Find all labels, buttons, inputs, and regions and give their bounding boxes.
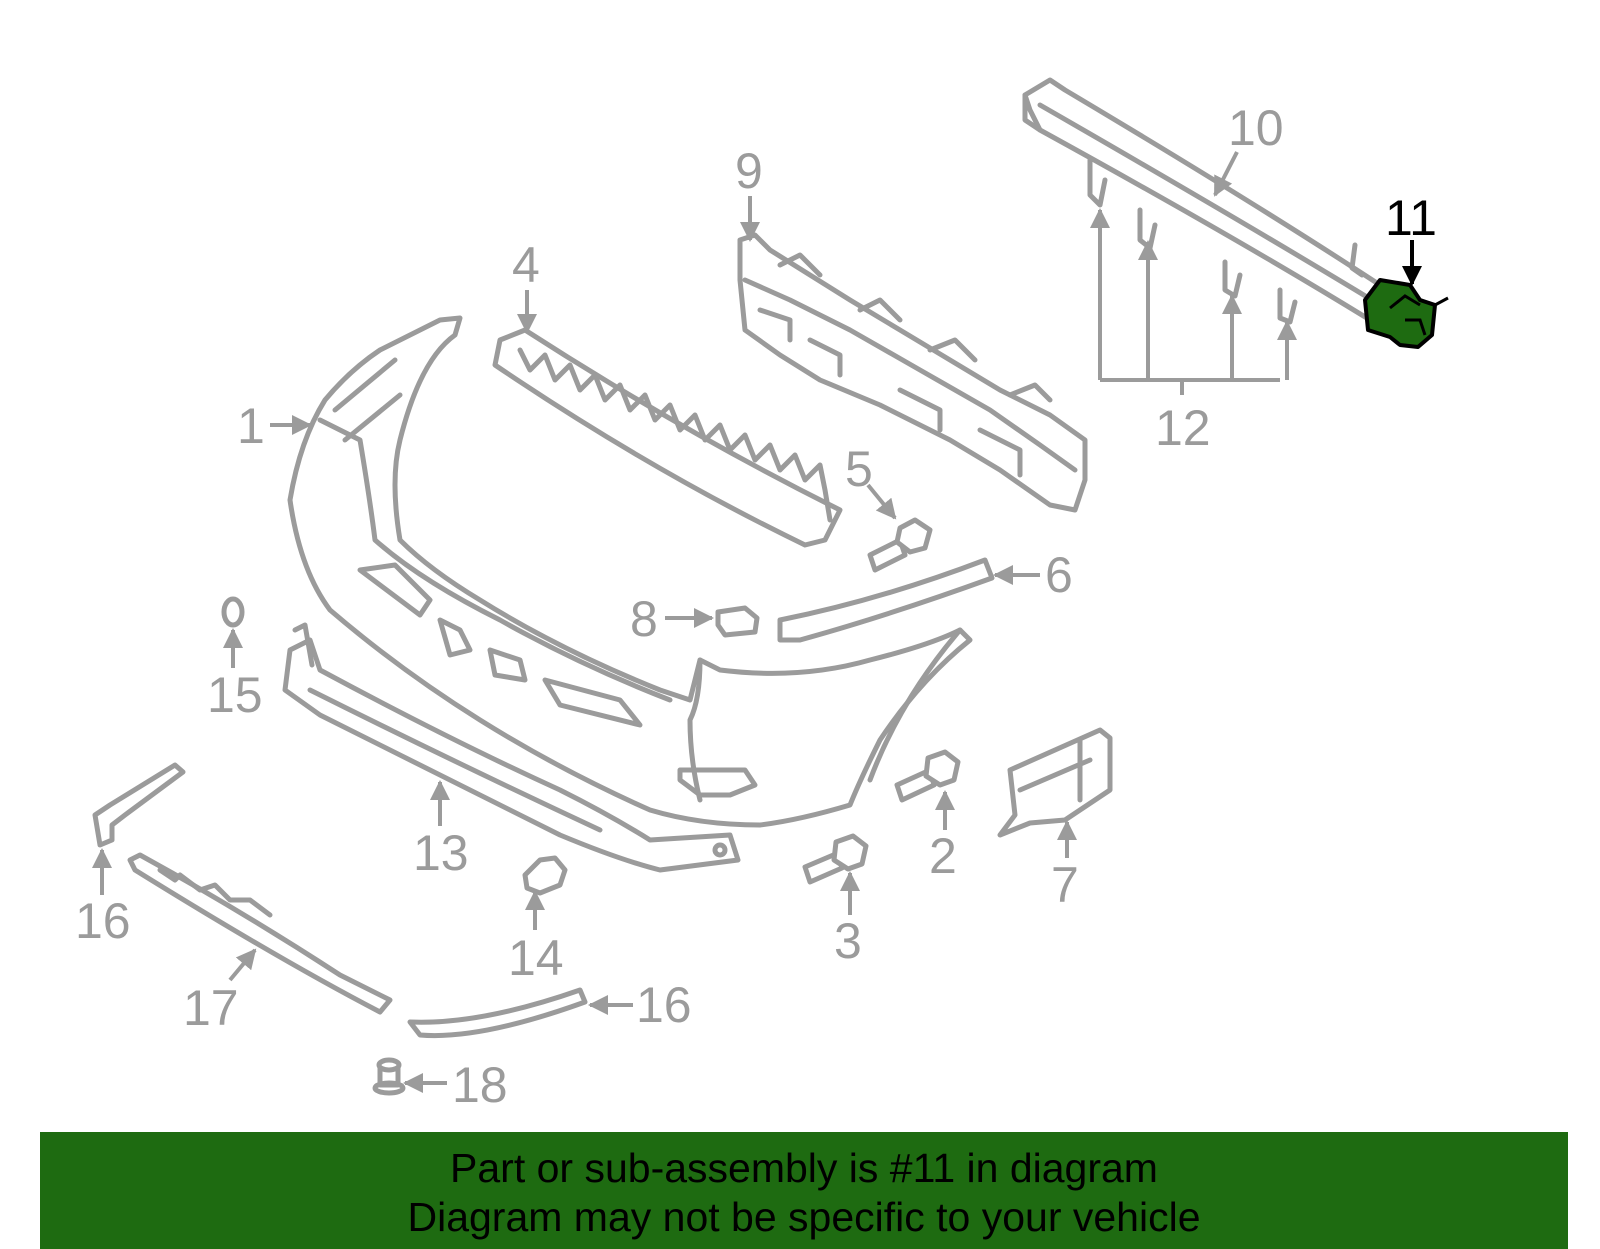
callout-15: 15 bbox=[207, 667, 263, 723]
part-14-plug bbox=[522, 855, 568, 896]
part-1-bumper-cover bbox=[287, 315, 973, 828]
parts-diagram: 1 4 9 10 11 12 5 6 8 15 13 2 7 3 14 16 1… bbox=[75, 77, 1449, 1113]
part-12-studs bbox=[1087, 157, 1365, 325]
part-18-pushpin bbox=[372, 1057, 406, 1096]
callout-3: 3 bbox=[834, 913, 862, 969]
callout-14: 14 bbox=[508, 930, 564, 986]
callout-12: 12 bbox=[1155, 400, 1211, 456]
part-13-lower-valance bbox=[282, 622, 741, 873]
part-16-lower-trim bbox=[407, 987, 588, 1039]
callout-11: 11 bbox=[1385, 190, 1437, 246]
part-11-highlighted-bracket bbox=[1363, 278, 1449, 349]
callout-labels: 1 4 9 10 11 12 5 6 8 15 13 2 7 3 14 16 1… bbox=[75, 100, 1437, 1113]
leader-10 bbox=[1213, 151, 1239, 197]
part-10-reinforcement-beam bbox=[1022, 77, 1383, 323]
part-9-energy-absorber bbox=[737, 232, 1088, 513]
part-2-bolt bbox=[894, 749, 961, 803]
callout-7: 7 bbox=[1051, 857, 1079, 913]
callout-10: 10 bbox=[1228, 100, 1284, 156]
banner-line-part: Part or sub-assembly is #11 in diagram bbox=[450, 1145, 1158, 1191]
leader-5 bbox=[866, 483, 897, 520]
callout-13: 13 bbox=[413, 825, 469, 881]
callout-17: 17 bbox=[183, 980, 239, 1036]
info-banner: Part or sub-assembly is #11 in diagram D… bbox=[40, 1132, 1568, 1249]
leader-lines bbox=[92, 151, 1422, 1093]
part-6-trim-strip bbox=[777, 557, 995, 643]
callout-16-bottom: 16 bbox=[636, 977, 692, 1033]
callout-16-left: 16 bbox=[75, 893, 131, 949]
callout-9: 9 bbox=[735, 143, 763, 199]
part-5-bolt bbox=[867, 517, 933, 573]
part-7-bracket bbox=[997, 727, 1113, 838]
leader-17 bbox=[228, 948, 257, 982]
part-3-bolt bbox=[802, 833, 869, 885]
callout-1: 1 bbox=[237, 398, 265, 454]
part-15-grommet bbox=[221, 596, 245, 628]
callout-8: 8 bbox=[630, 591, 658, 647]
callout-2: 2 bbox=[929, 828, 957, 884]
part-16-left-bracket bbox=[92, 762, 186, 848]
callout-6: 6 bbox=[1045, 547, 1073, 603]
callout-18: 18 bbox=[452, 1057, 508, 1113]
banner-line-disclaimer: Diagram may not be specific to your vehi… bbox=[407, 1194, 1201, 1240]
callout-5: 5 bbox=[845, 441, 873, 497]
part-8-clip bbox=[715, 605, 760, 638]
callout-4: 4 bbox=[512, 237, 540, 293]
part-4-upper-grille bbox=[492, 327, 843, 548]
part-17-lower-strip bbox=[127, 852, 393, 1015]
